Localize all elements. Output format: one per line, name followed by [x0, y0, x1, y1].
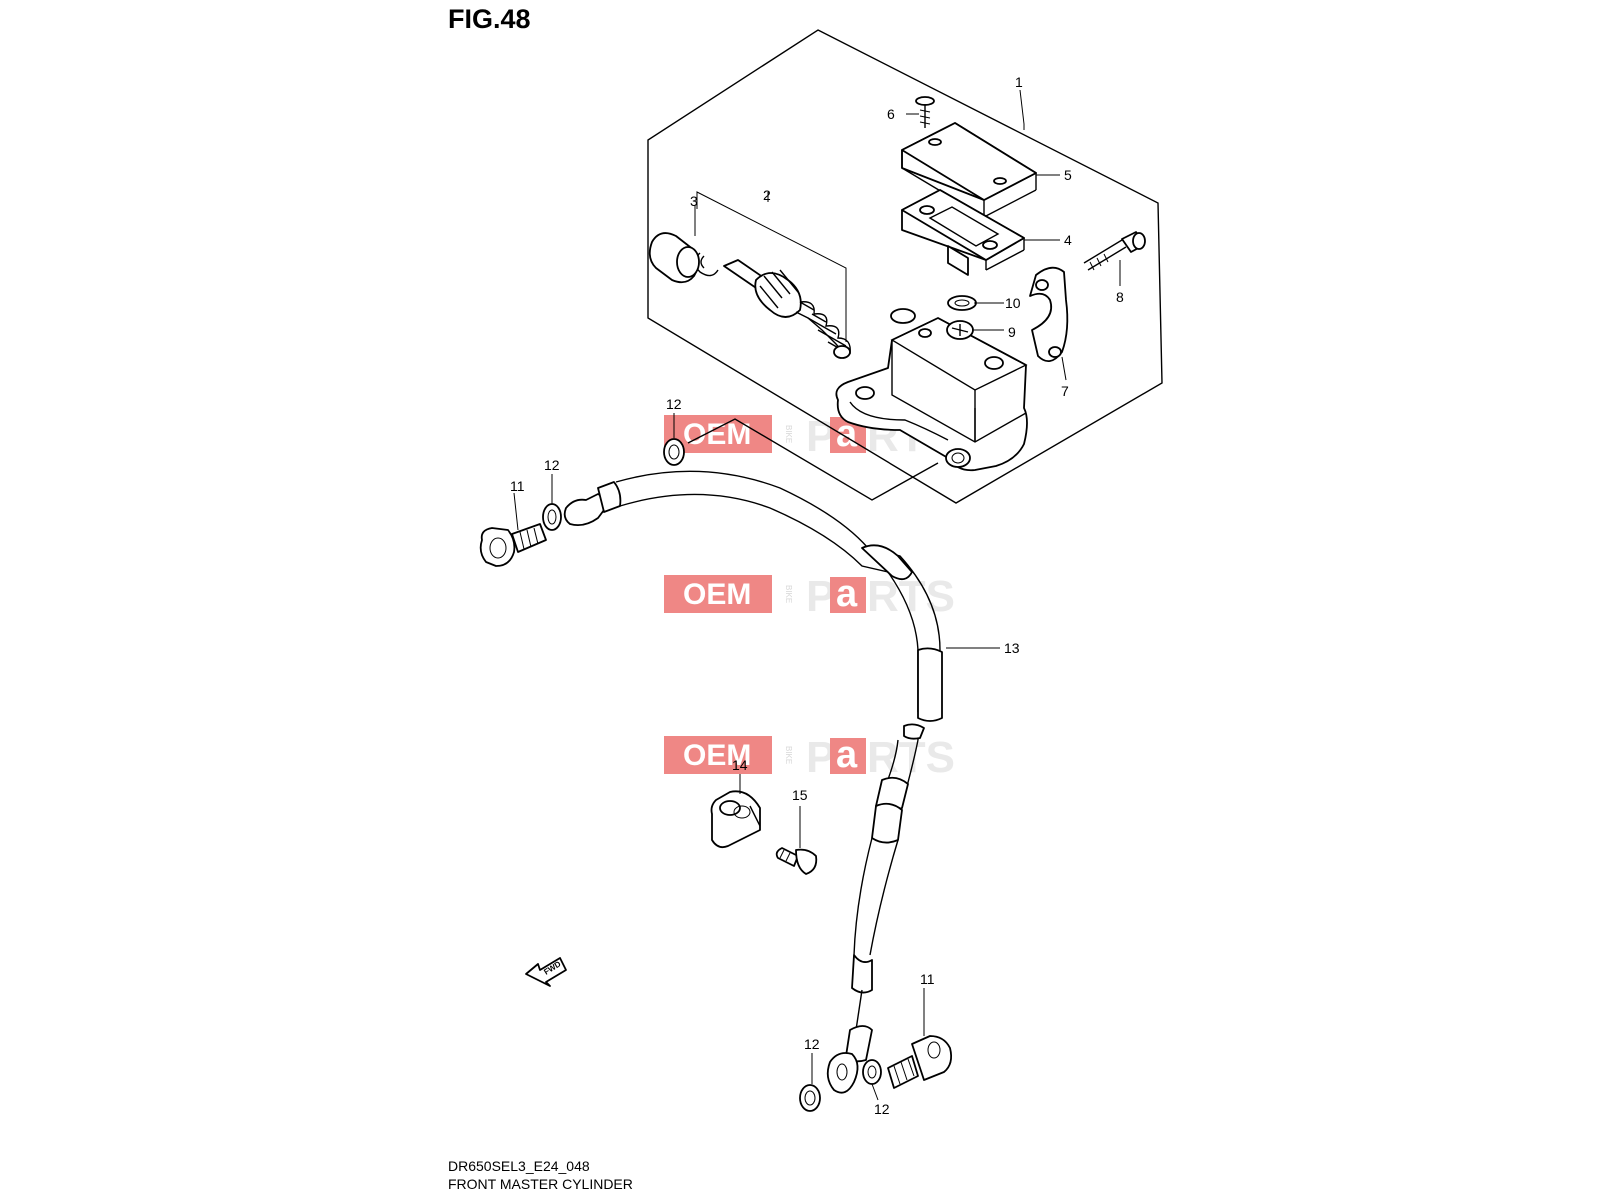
part-washer-12-top	[663, 438, 685, 466]
part-boot-3	[648, 232, 700, 284]
diagram-caption: FRONT MASTER CYLINDER	[448, 1176, 633, 1192]
callout-14: 14	[732, 757, 748, 773]
callout-10: 10	[1005, 295, 1021, 311]
watermark-2: OEM BIKE P a RTS	[664, 572, 955, 621]
callout-12-left: 12	[544, 457, 560, 473]
callout-3: 3	[690, 193, 698, 209]
svg-text:BIKE: BIKE	[784, 585, 793, 603]
svg-text:BIKE: BIKE	[784, 746, 793, 764]
callout-11-left: 11	[510, 478, 525, 494]
assembly-boundary	[647, 29, 1163, 504]
leader-lines	[513, 89, 1121, 1101]
banjo-leader-line	[687, 418, 939, 501]
part-brake-hose-13	[563, 470, 943, 1094]
callout-12-bottom-left: 12	[804, 1036, 820, 1052]
part-master-cylinder-body	[835, 308, 1028, 472]
callout-4: 4	[1064, 232, 1072, 248]
part-washer-12-bottom-left	[799, 1084, 821, 1112]
part-screw-6	[915, 96, 935, 128]
callout-11-bottom: 11	[920, 971, 935, 987]
callout-1: 1	[1015, 74, 1023, 90]
callout-9: 9	[1008, 324, 1016, 340]
part-reservoir-cap-5	[901, 122, 1037, 218]
part-washer-12-left	[542, 503, 562, 531]
watermark-3: OEM BIKE P a RTS	[664, 733, 955, 782]
part-clip-14	[710, 790, 761, 849]
callout-2: 2	[763, 187, 771, 203]
callout-5: 5	[1064, 167, 1072, 183]
diagram-code: DR650SEL3_E24_048	[448, 1158, 590, 1174]
callout-13: 13	[1004, 640, 1020, 656]
svg-text:OEM: OEM	[683, 418, 751, 451]
svg-text:RTS: RTS	[867, 733, 955, 782]
part-piston-set-2	[723, 259, 851, 359]
part-gasket-10	[947, 295, 977, 311]
callout-6: 6	[887, 106, 895, 122]
callout-8: 8	[1116, 289, 1124, 305]
part-diaphragm-4	[901, 189, 1025, 276]
svg-text:OEM: OEM	[683, 578, 751, 611]
part-handlebar-clamp-7	[1029, 266, 1069, 362]
svg-text:OEM: OEM	[683, 739, 751, 772]
part-bolt-15	[775, 847, 818, 875]
svg-text:BIKE: BIKE	[784, 425, 793, 443]
callout-15: 15	[792, 787, 808, 803]
callout-7: 7	[1061, 383, 1069, 399]
part-washer-12-bottom-right	[862, 1059, 882, 1085]
fwd-arrow-marker: FWD	[525, 957, 567, 987]
svg-text:RTS: RTS	[867, 572, 955, 621]
part-banjo-bolt-11-left	[479, 523, 547, 567]
part-screw-9	[946, 320, 974, 340]
svg-text:a: a	[836, 734, 858, 776]
svg-text:a: a	[836, 573, 858, 615]
part-banjo-bolt-11-bottom	[887, 1035, 953, 1089]
callout-12-top: 12	[666, 396, 682, 412]
figure-title: FIG.48	[448, 4, 531, 34]
part-clamp-bolt-8	[1083, 231, 1146, 271]
callout-12-bottom-right: 12	[874, 1101, 890, 1117]
